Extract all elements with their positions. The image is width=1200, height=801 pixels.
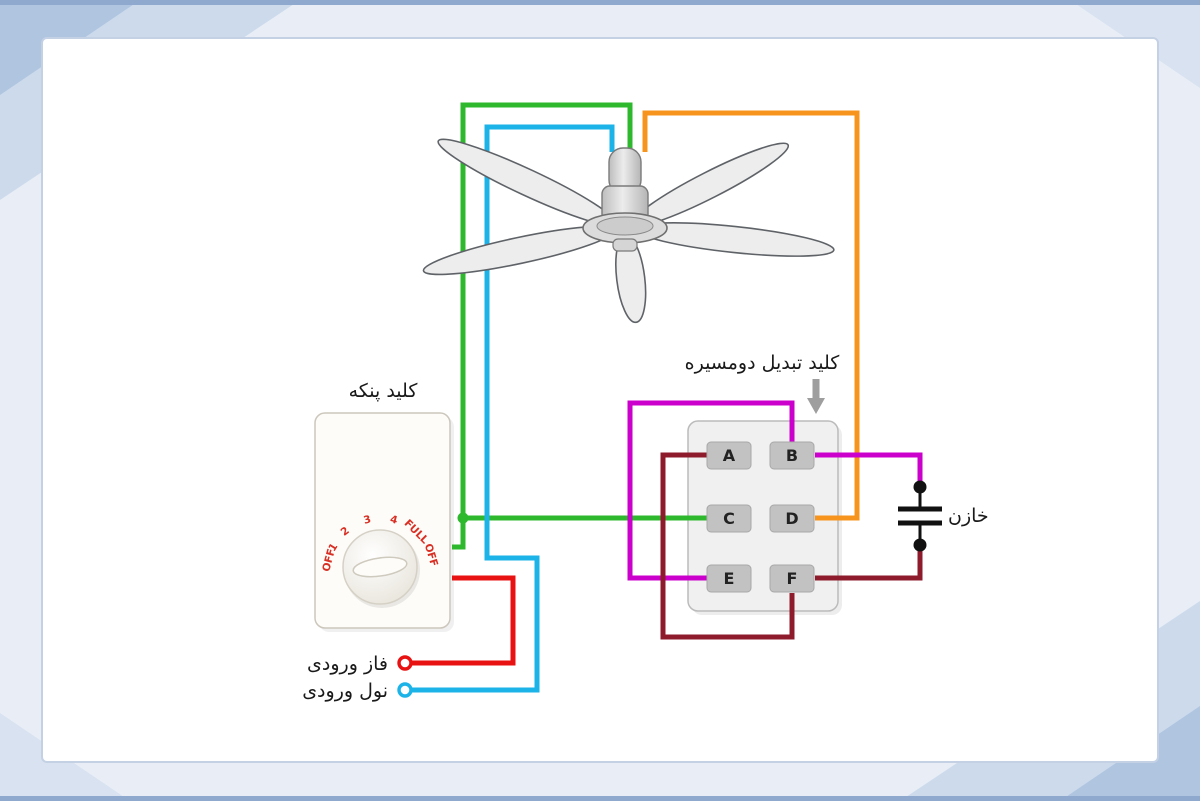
pointer-arrow-icon: [807, 379, 825, 414]
knob-pointer: [352, 556, 408, 578]
input-terminals: فاز ورودی نول ورودی: [302, 653, 413, 702]
changeover-switch-label: کلید تبدیل دومسیره: [685, 352, 841, 374]
dial-label-off-left: OFF: [320, 547, 338, 573]
fan-switch-label: کلید پنکه: [349, 380, 419, 402]
terminal-A-label: A: [723, 446, 736, 465]
terminal-F: [769, 564, 815, 593]
capacitor-node-top: [913, 480, 927, 494]
changeover-terminals: A B C D E F: [706, 441, 815, 593]
terminal-E-label: E: [724, 569, 735, 588]
wire-magenta-to-capacitor: [815, 452, 923, 488]
capacitor-node-bottom: [913, 538, 927, 552]
terminal-C: [706, 504, 752, 533]
terminal-B: [769, 441, 815, 470]
terminal-B-label: B: [786, 446, 798, 465]
captions: کلید پنکه کلید تبدیل دومسیره: [349, 352, 841, 414]
phase-terminal-circle: [397, 655, 413, 671]
neutral-terminal-circle: [397, 682, 413, 698]
junction-dot-green: [457, 512, 469, 524]
dial-label-4: 4: [389, 513, 399, 526]
ceiling-fan: [422, 138, 835, 324]
fan-speed-switch: OFF 1 2 3 4 FULL OFF: [314, 412, 454, 632]
terminal-D-label: D: [785, 509, 798, 528]
frame-edge-bottom: [0, 796, 1200, 801]
terminal-A: [706, 441, 752, 470]
wires: [412, 102, 923, 693]
phase-input-label: فاز ورودی: [307, 653, 388, 675]
fan-lower-cap: [612, 238, 638, 252]
fan-blades: [422, 138, 835, 324]
dial-label-3: 3: [362, 513, 372, 526]
capacitor-label: خازن: [948, 505, 989, 527]
capacitor: خازن: [898, 480, 989, 552]
neutral-input-label: نول ورودی: [302, 680, 388, 702]
terminal-F-label: F: [787, 569, 798, 588]
pointer-arrow-head: [807, 398, 825, 414]
wire-cyan-neutral: [412, 124, 615, 693]
wire-orange-to-D: [642, 110, 860, 521]
terminal-E: [706, 564, 752, 593]
terminal-D: [769, 504, 815, 533]
diagram-panel: [41, 37, 1159, 763]
terminal-C-label: C: [723, 509, 735, 528]
wire-magenta-jumper-B-E: [627, 400, 795, 581]
wire-maroon-to-capacitor: [815, 543, 923, 581]
wire-red-phase: [412, 575, 516, 666]
fan-hub-cap: [596, 216, 654, 236]
wire-green-live: [452, 102, 633, 550]
frame-edge-top: [0, 0, 1200, 5]
wire-maroon-jumper-A-F: [660, 452, 795, 640]
